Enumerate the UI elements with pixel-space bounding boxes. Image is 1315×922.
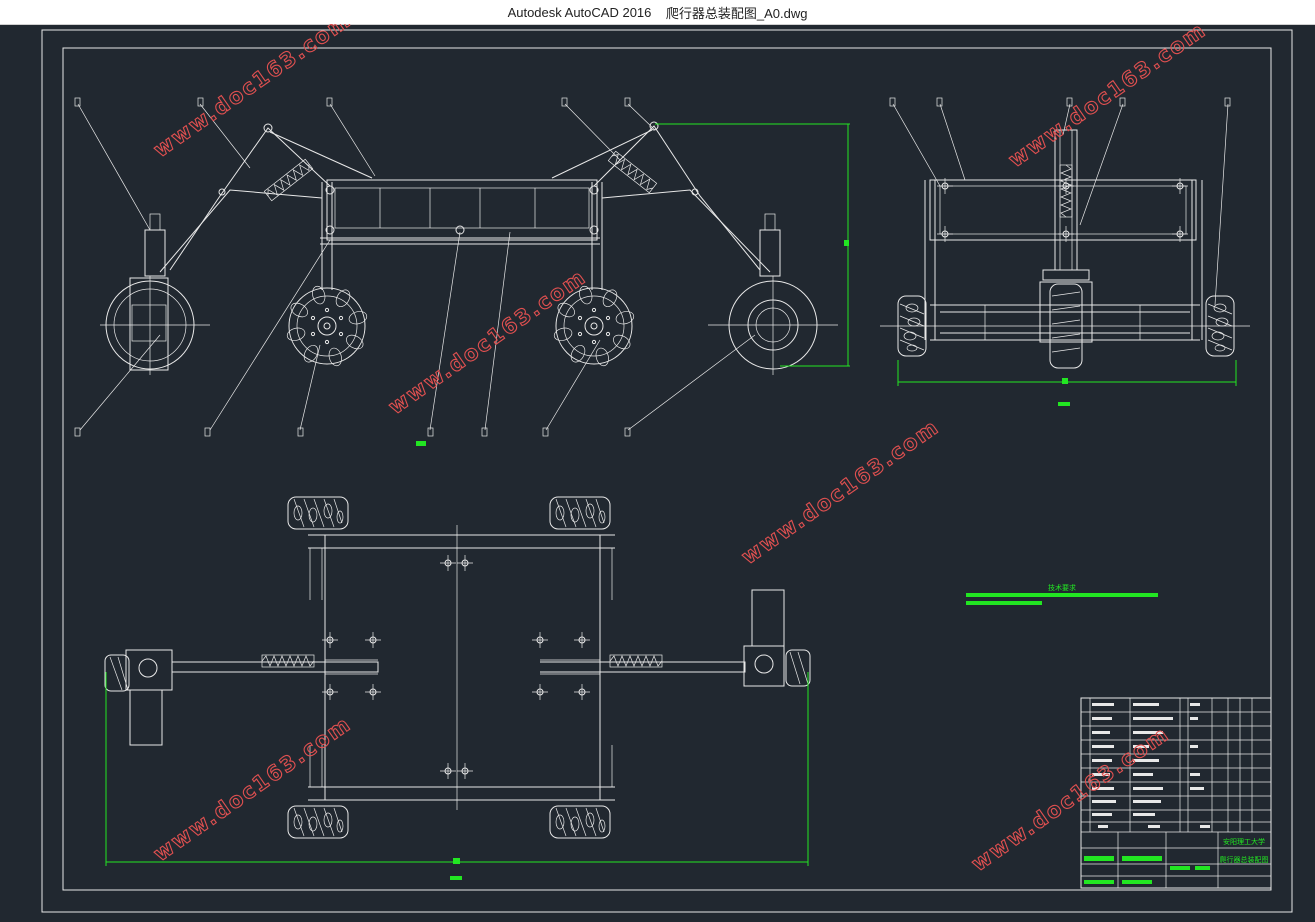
top-view[interactable]: [104, 496, 811, 880]
drawing-canvas[interactable]: 技术要求 安阳理工大学 爬: [0, 24, 1315, 922]
sheet-outer-border: [41, 29, 1293, 913]
window-titlebar: Autodesk AutoCAD 2016 爬行器总装配图_A0.dwg: [0, 0, 1315, 25]
tech-requirements: 技术要求: [966, 583, 1158, 605]
watermark-text: www.doc163.com: [737, 414, 944, 569]
app-title: Autodesk AutoCAD 2016: [507, 4, 652, 20]
watermark-text: www.doc163.com: [1004, 24, 1211, 172]
school-name: 安阳理工大学: [1223, 837, 1265, 846]
sheet-inner-border: [62, 47, 1272, 891]
watermark-text: www.doc163.com: [149, 24, 356, 162]
watermark-text: www.doc163.com: [967, 721, 1174, 876]
front-view[interactable]: [74, 97, 850, 446]
file-name: 爬行器总装配图_A0.dwg: [665, 5, 808, 21]
tech-requirements-heading: 技术要求: [1048, 583, 1076, 592]
title-block: 安阳理工大学 爬行器总装配图: [1080, 697, 1272, 889]
side-view[interactable]: [880, 97, 1250, 406]
watermarks: www.doc163.com www.doc163.com www.doc163…: [149, 24, 1212, 877]
drawing-title: 爬行器总装配图: [1220, 855, 1269, 864]
